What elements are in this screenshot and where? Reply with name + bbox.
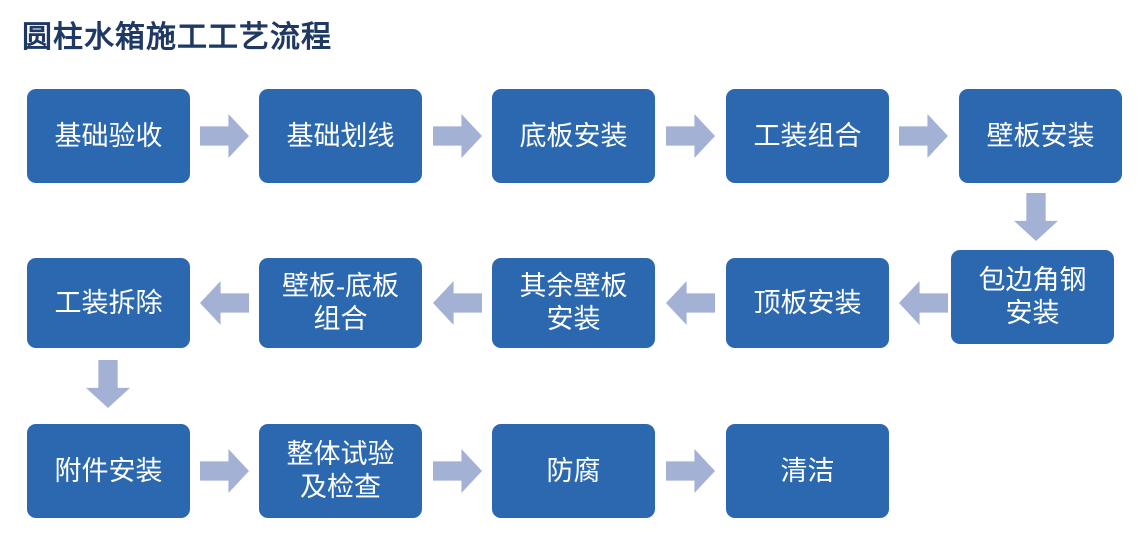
process-node-n8[interactable]: 其余壁板 安装 (492, 258, 655, 348)
process-node-n1[interactable]: 基础验收 (27, 89, 190, 183)
flow-arrow-down-icon (1014, 193, 1058, 241)
flow-arrow-right-icon (899, 114, 948, 158)
process-node-n12[interactable]: 整体试验 及检查 (259, 424, 422, 518)
flow-arrow-down-icon (86, 360, 130, 408)
process-node-n2[interactable]: 基础划线 (259, 89, 422, 183)
flow-arrow-left-icon (200, 281, 249, 325)
flow-arrow-right-icon (433, 449, 482, 493)
flow-arrow-right-icon (666, 114, 715, 158)
process-node-n6[interactable]: 包边角钢 安装 (951, 250, 1114, 344)
process-node-n11[interactable]: 附件安装 (27, 424, 190, 518)
flow-arrow-left-icon (666, 281, 715, 325)
process-node-n3[interactable]: 底板安装 (492, 89, 655, 183)
process-node-n10[interactable]: 工装拆除 (27, 258, 190, 348)
process-node-n9[interactable]: 壁板-底板 组合 (259, 258, 422, 348)
page-title: 圆柱水箱施工工艺流程 (22, 21, 332, 54)
flow-arrow-right-icon (200, 449, 249, 493)
flow-arrow-left-icon (899, 281, 948, 325)
process-node-n7[interactable]: 顶板安装 (726, 258, 889, 348)
flow-arrow-right-icon (200, 114, 249, 158)
flow-arrow-right-icon (666, 449, 715, 493)
process-node-n14[interactable]: 清洁 (726, 424, 889, 518)
process-node-n4[interactable]: 工装组合 (726, 89, 889, 183)
process-node-n5[interactable]: 壁板安装 (959, 89, 1122, 183)
process-node-n13[interactable]: 防腐 (492, 424, 655, 518)
flow-arrow-left-icon (433, 281, 482, 325)
flow-arrow-right-icon (433, 114, 482, 158)
